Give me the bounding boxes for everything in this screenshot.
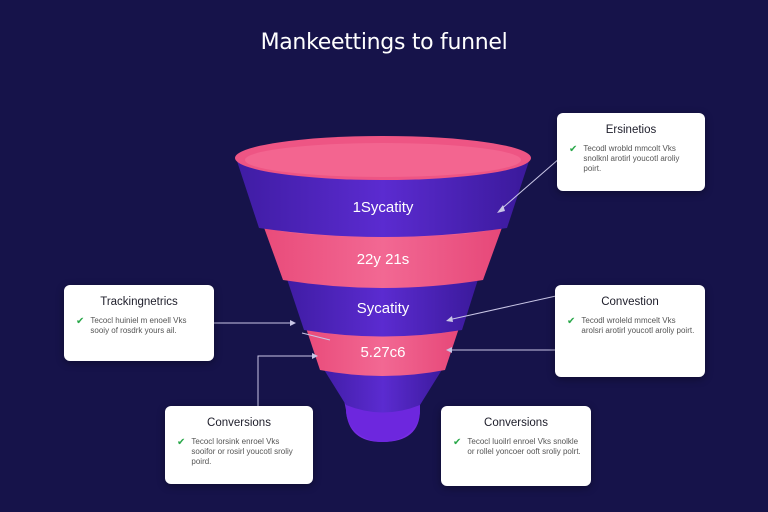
connector-bottom-left [257, 355, 316, 408]
arrowhead-mid-right-2 [446, 347, 452, 353]
connector-mid-left-2 [301, 332, 331, 341]
card-body: Tecodl wroleld mmcelt Vks arolsri arotir… [581, 316, 695, 335]
stage-label-3: Sycatity [357, 300, 410, 317]
card-body: Tecocl huiniel m enoell Vks sooiy of ros… [90, 316, 187, 335]
card-title: Convestion [601, 296, 659, 308]
check-icon: ✔ [567, 316, 576, 327]
card-title: Conversions [484, 417, 548, 429]
stage-label-2: 22y 21s [357, 251, 410, 268]
funnel-rim-inner [245, 143, 521, 177]
funnel-band-1 [236, 158, 530, 237]
arrowhead-mid-right [446, 316, 453, 322]
check-icon: ✔ [569, 144, 578, 155]
connector-top-right [498, 157, 561, 212]
info-card-mid-right: Convestion ✔ Tecodl wroleld mmcelt Vks a… [555, 285, 705, 377]
card-body: Tecocl luoilrl enroel Vks snolkle or rol… [467, 437, 581, 456]
card-body: Tecocl lorsink enroel Vks sooifor or ros… [191, 437, 293, 466]
check-icon: ✔ [453, 437, 462, 448]
arrowhead-mid-left [290, 320, 296, 326]
info-card-bottom-right: Conversions ✔ Tecocl luoilrl enroel Vks … [441, 406, 591, 486]
arrowhead-top-right [497, 205, 505, 213]
arrowhead-bottom-left [312, 353, 318, 359]
connector-mid-right [447, 295, 557, 321]
check-icon: ✔ [177, 437, 186, 448]
stage-label-1: 1Sycatity [353, 199, 414, 216]
card-title: Conversions [207, 417, 271, 429]
funnel-band-3 [285, 273, 480, 337]
info-card-top-right: Ersinetios ✔ Tecodl wrobld mmcolt Vks sn… [557, 113, 705, 191]
check-icon: ✔ [76, 316, 85, 327]
info-card-bottom-left: Conversions ✔ Tecocl lorsink enroel Vks … [165, 406, 313, 484]
funnel-band-2 [262, 222, 504, 288]
page-title: Mankeettings to funnel [260, 30, 508, 55]
card-title: Ersinetios [605, 124, 657, 136]
card-body: Tecodl wrobld mmcolt Vks snolknl arotirl… [583, 144, 680, 173]
card-title: Trackingnetrics [100, 296, 178, 308]
funnel-band-4 [305, 325, 460, 376]
stage-label-4: 5.27c6 [360, 344, 405, 361]
info-card-mid-left: Trackingnetrics ✔ Tecocl huiniel m enoel… [64, 285, 214, 361]
